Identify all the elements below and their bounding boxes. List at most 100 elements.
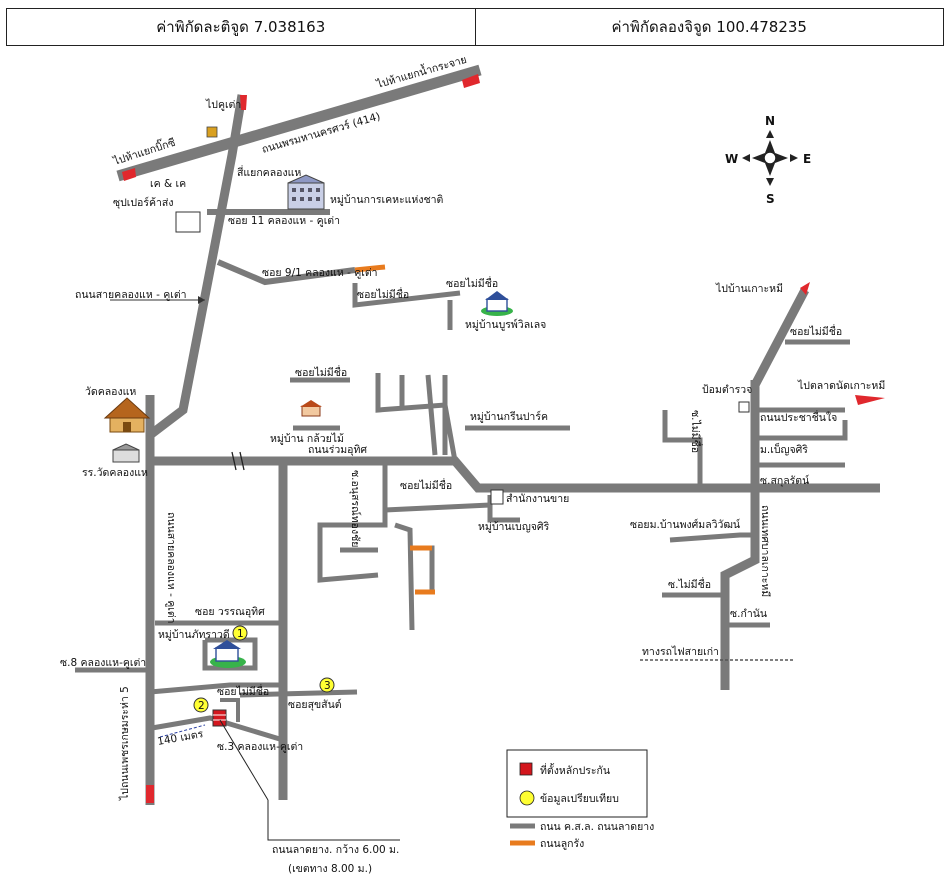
latitude-label: ค่าพิกัดละติจูด 7.038163 [156,18,326,36]
compare-marker-3 [319,677,335,693]
pattharawadee-village-icon [210,640,246,668]
temple-icon [103,397,151,433]
legend-paved: ถนน ค.ส.ล. ถนนลาดยาง [540,821,654,833]
arrow-to-koh-mae [800,282,810,295]
label-soi-suksan: ซอยสุขสันต์ [288,698,342,711]
arrow-to-namkrachai [462,74,480,88]
label-to-koh-mae-market: ไปตลาดนัดเกาะหมี [797,379,885,392]
label-distance: 140 เมตร [156,728,204,748]
highway-414 [116,64,482,182]
arrow-south [146,785,154,803]
central-road-a [375,373,458,462]
arrow-to-khuhao [240,95,247,110]
label-soi-noname-2: ซอยไม่มีชื่อ [446,276,498,290]
coordinate-header: ค่าพิกัดละติจูด 7.038163 ค่าพิกัดลองจิจู… [6,8,944,46]
label-rail: ทางรถไฟสายเก่า [642,645,719,658]
compass-w: W [725,152,738,166]
soi-3-road [151,715,284,743]
soi-pongsamsit-road [669,532,755,543]
legend-box [506,749,648,818]
landmark-icons [103,126,750,841]
bridge-marks [231,451,245,471]
label-asphalt-note-2: (เขตทาง 8.00 ม.) [288,863,372,875]
soi-noname-road-1 [352,283,461,308]
compare-marker-2 [193,697,209,713]
label-to-khuhao: ไปคูเต่า [205,98,241,111]
road-to-koh-mae [751,287,809,388]
leader-line-asphalt [219,719,269,801]
compass-e: E [803,152,811,166]
soi-9-1-dirt [354,264,386,273]
moo-bunyasiri-road [755,420,848,441]
label-school-wat: รร.วัดคลองแห [82,467,148,479]
label-kk: เค & เค [150,178,186,190]
label-soi-noname-6: ซ.ไม่มีชื่อ [668,577,711,591]
soi-9-1-road [216,259,356,286]
soi-suksan-road [239,689,358,698]
label-soi8: ซ.8 คลองแห-คูเต่า [60,657,146,669]
legend: ที่ตั้งหลักประกัน ข้อมูลเปรียบเทียบ ถนน … [506,749,654,850]
label-green-park: หมู่บ้านกรีนปาร์ค [470,410,548,423]
main-horizontal-road [150,456,880,493]
label-soi-wannasit: ซอย วรรณอุทิศ [195,606,265,618]
label-pattharawadee: หมู่บ้านภัทราวดี [158,628,230,641]
label-moo-bunyasiri: ม.เบ็ญจศิริ [760,442,808,456]
soi-vertical-noname-road [662,410,703,490]
label-soi9-1: ซอย 9/1 คลองแห - คูเต่า [262,267,378,279]
collateral-access-road [220,698,240,722]
label-wat-khlonghae: วัดคลองแห [85,386,136,398]
legend-compare: ข้อมูลเปรียบเทียบ [540,792,619,805]
south-central-road-d [394,522,415,631]
pointer-head [198,296,205,304]
label-baan-burapha: หมู่บ้านบูรพ์วิลเลจ [465,318,546,331]
label-soi-noname-5: ซอยไม่มีชื่อ [400,478,452,492]
label-soi-noname-7: ซอยไม่มีชื่อ [217,684,269,698]
compare-marker-2-label: 2 [198,700,205,712]
label-ruamjit-rd: ถนนร่วมอุทิศ [308,444,367,456]
supermarket-icon [175,211,201,233]
compare-marker-1-label: 1 [237,628,244,640]
central-road-c [425,374,438,456]
burapha-village-icon [481,291,513,316]
label-prachachuen-rd: ถนนประชาชื่นใจ [760,410,837,424]
comparison-markers: 1 2 3 [193,625,335,713]
label-soi-vertical-noname: ซ.ไม่มีชื่อ [689,410,703,453]
label-to-phet-road: ไปถนนเพชรเกษมระห่า 5 [118,686,131,801]
legend-location: ที่ตั้งหลักประกัน [540,763,610,777]
label-soi-kamnan: ซ.กำนัน [730,608,767,620]
school-icon [112,443,140,463]
label-soi-pongsamsit: ซอยม.บ้านพงศ์มลวิวัฒน์ [630,518,740,531]
label-soi3: ซ.3 คลองแห-คูเต่า [217,741,303,753]
collateral-location-marker [212,709,227,727]
label-soi-noname-4: ซอยไม่มีชื่อ [790,324,842,338]
compare-marker-1 [232,625,248,641]
label-supermarket: ซุปเปอร์ค้าส่ง [113,196,173,209]
label-asphalt-note-1: ถนนลาดยาง. กว้าง 6.00 ม. [272,844,399,856]
label-housing-village: หมู่บ้านการเคหะแห่งชาติ [330,194,443,206]
secondary-roads [75,209,850,743]
main-roads [116,64,880,805]
label-soi11: ซอย 11 คลองแห - คูเต่า [228,215,340,227]
arrow-to-koh-mae-market [855,395,885,405]
asphalt-note-bracket [267,800,400,841]
label-soi-vertical-2: ซ.อนุสรณ์ทองชัย [349,470,362,547]
distance-arrow [159,724,206,738]
south-central-road-b [384,502,491,513]
housing-building-icon [287,174,325,210]
longitude-label: ค่าพิกัดลองจิจูด 100.478235 [474,9,944,45]
soi-noname-road-7 [149,682,283,695]
compass-n: N [765,114,775,128]
legend-compare-swatch [519,790,535,806]
label-soi-sakulrat: ซ.สกุลรัตน์ [760,474,809,487]
land-office-road [487,495,520,523]
label-kluaymai-village: หมู่บ้าน กล้วยไม้ [270,432,344,445]
land-office-icon [490,489,504,505]
label-police-box: ป้อมตำรวจ [702,384,752,396]
direction-arrows [110,74,885,803]
police-box-icon [738,401,750,413]
arrow-to-hatyai [122,168,136,181]
label-soi-noname-1: ซอยไม่มีชื่อ [357,287,409,301]
south-central-road-a [317,461,388,583]
kk-store-icon [206,126,218,138]
